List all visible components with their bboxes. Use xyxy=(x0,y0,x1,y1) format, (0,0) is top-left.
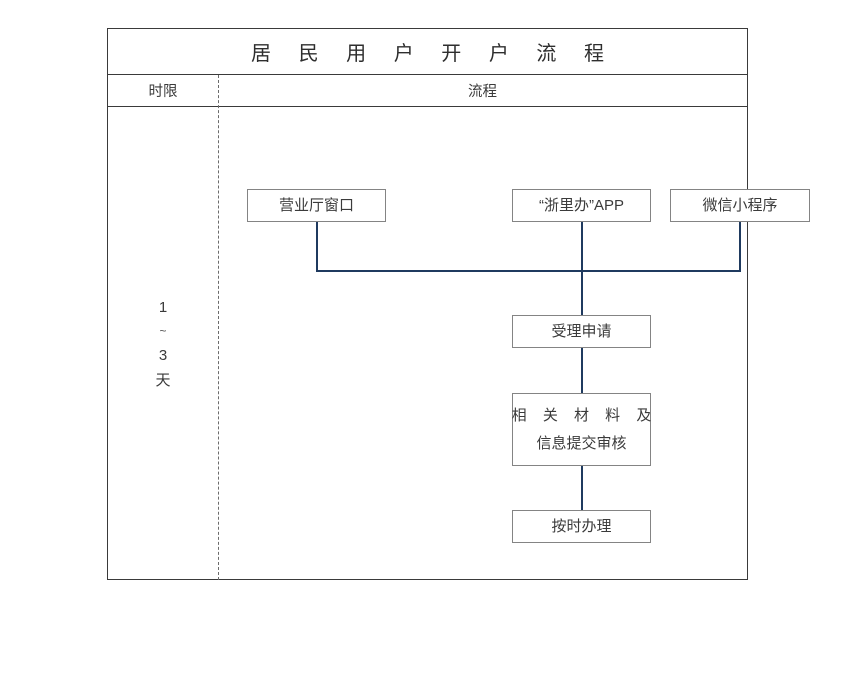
flow-node-label-line-1: 相 关 材 料 及 xyxy=(511,406,658,424)
time-limit-min: 1 xyxy=(158,299,168,316)
page-title: 居 民 用 户 开 户 流 程 xyxy=(251,43,615,65)
column-divider xyxy=(218,75,219,580)
process-flow-table: 居 民 用 户 开 户 流 程 时限 流程 1 ~ 3 天 营业厅窗口 “浙里办… xyxy=(107,28,810,581)
flow-node-label: 受理申请 xyxy=(551,322,612,340)
flow-node-label: 按时办理 xyxy=(551,517,612,535)
flow-node-business-hall-window[interactable]: 营业厅窗口 xyxy=(247,189,386,222)
table-title-row: 居 民 用 户 开 户 流 程 xyxy=(108,29,747,75)
connector-merge-bus xyxy=(316,270,741,272)
flow-node-wechat-mini-program[interactable]: 微信小程序 xyxy=(670,189,810,222)
connector-bus-to-accept xyxy=(581,270,583,316)
table-header-row: 时限 流程 xyxy=(108,75,747,107)
connector-hall-drop xyxy=(316,222,318,272)
column-header-process: 流程 xyxy=(468,84,497,100)
connector-materials-to-handle xyxy=(581,465,583,511)
time-limit-unit: 天 xyxy=(155,372,171,389)
flow-node-process-on-time[interactable]: 按时办理 xyxy=(512,510,651,543)
flow-node-label: 微信小程序 xyxy=(702,196,778,214)
flow-node-label: 营业厅窗口 xyxy=(278,196,354,214)
time-limit-column: 1 ~ 3 天 xyxy=(108,107,218,581)
column-header-time-limit: 时限 xyxy=(148,84,178,100)
flow-node-zhelib-app[interactable]: “浙里办”APP xyxy=(512,189,651,222)
flow-node-label-line-2: 信息提交审核 xyxy=(536,434,627,452)
flow-node-submit-materials-review[interactable]: 相 关 材 料 及 信息提交审核 xyxy=(512,393,651,466)
flow-diagram-area: 营业厅窗口 “浙里办”APP 微信小程序 受理申请 相 关 材 料 及 信息提交… xyxy=(218,107,810,579)
connector-app-drop xyxy=(581,222,583,272)
connector-miniapp-drop xyxy=(739,222,741,272)
flow-node-label: “浙里办”APP xyxy=(538,196,624,214)
flow-node-accept-application[interactable]: 受理申请 xyxy=(512,315,651,348)
time-limit-range-tilde: ~ xyxy=(159,324,167,338)
time-limit-max: 3 xyxy=(158,347,168,364)
connector-accept-to-materials xyxy=(581,347,583,394)
